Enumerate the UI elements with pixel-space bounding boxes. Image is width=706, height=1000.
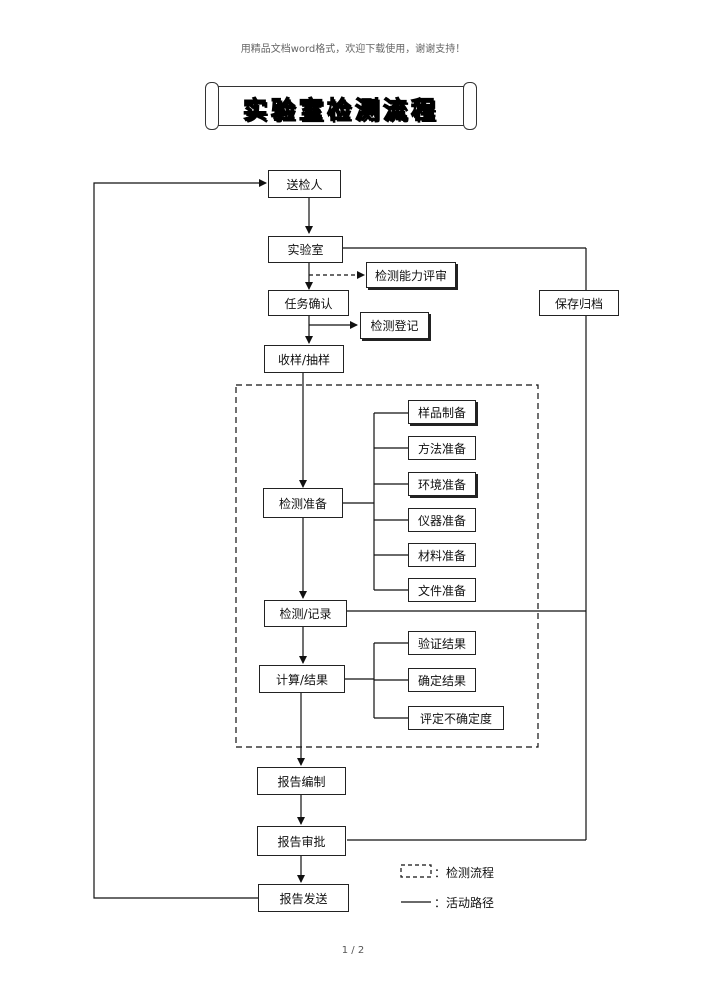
node-test-registration: 检测登记 [360, 312, 429, 339]
title-banner: 实验室检测流程 [205, 82, 477, 130]
header-note: 用精品文档word格式，欢迎下载使用，谢谢支持！ [240, 44, 466, 55]
node-uncertainty: 评定不确定度 [408, 706, 504, 730]
scroll-curl-right [463, 82, 477, 130]
node-report-send: 报告发送 [258, 884, 349, 912]
legend-solid-label: ：活动路径 [434, 896, 495, 910]
loop-send-to-sender [93, 179, 267, 899]
page-number: 1 / 2 [341, 945, 365, 956]
node-instrument-prep: 仪器准备 [408, 508, 476, 532]
node-verify-result: 验证结果 [408, 631, 476, 655]
node-task-confirm: 任务确认 [268, 290, 349, 316]
node-report-review: 报告审批 [257, 826, 346, 856]
node-document-prep: 文件准备 [408, 578, 476, 602]
node-material-prep: 材料准备 [408, 543, 476, 567]
node-capability-review: 检测能力评审 [366, 262, 456, 288]
node-method-prep: 方法准备 [408, 436, 476, 460]
title-scroll-body [213, 86, 471, 126]
node-archive: 保存归档 [539, 290, 619, 316]
page-title: 实验室检测流程 [242, 95, 439, 124]
scroll-curl-left [205, 82, 219, 130]
detection-region [235, 384, 539, 748]
node-test-record: 检测/记录 [264, 600, 347, 627]
legend-dashed-swatch [400, 864, 432, 878]
legend-dashed-label: ：检测流程 [434, 866, 495, 880]
node-test-prep: 检测准备 [263, 488, 343, 518]
node-sample-prep: 样品制备 [408, 400, 476, 424]
node-sender: 送检人 [268, 170, 341, 198]
node-calc-result: 计算/结果 [259, 665, 345, 693]
node-env-prep: 环境准备 [408, 472, 476, 496]
node-lab: 实验室 [268, 236, 343, 263]
node-sample-receive: 收样/抽样 [264, 345, 344, 373]
node-report-prepare: 报告编制 [257, 767, 346, 795]
node-determine-result: 确定结果 [408, 668, 476, 692]
